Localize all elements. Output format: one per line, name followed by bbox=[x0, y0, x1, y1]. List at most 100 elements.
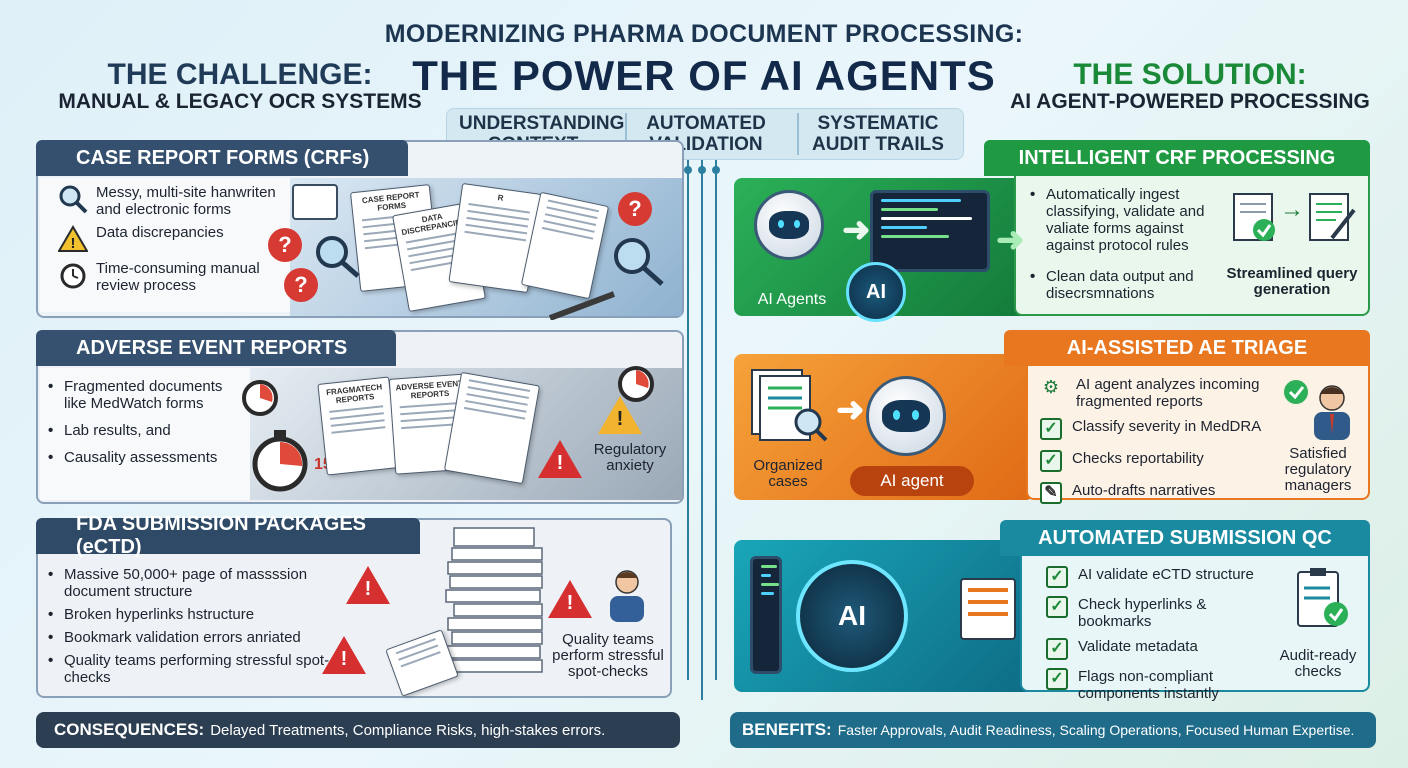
checkbox-icon: ✓ bbox=[1040, 418, 1062, 440]
pencil-doc-icon: ✎ bbox=[1040, 482, 1062, 504]
list-item: ! Data discrepancies bbox=[58, 224, 298, 254]
qc-solution-text: Check hyperlinks & bookmarks bbox=[1078, 596, 1207, 630]
ai-robot-label: AI bbox=[838, 600, 866, 631]
crf-solution-text: Clean data output and disecrsmnations bbox=[1046, 268, 1194, 302]
qc-solution-list: ✓ AI validate eCTD structure ✓ Check hyper… bbox=[1046, 566, 1276, 708]
arrow-right-icon: → bbox=[1280, 196, 1304, 223]
crf-item-text: Data discrepancies bbox=[96, 224, 224, 241]
pillar-audit-trails: SYSTEMATIC AUDIT TRAILS bbox=[797, 113, 957, 155]
ae-solution-title: AI-ASSISTED AE TRIAGE bbox=[1004, 330, 1370, 366]
qc-solution-text: AI validate eCTD structure bbox=[1078, 566, 1254, 583]
code-screen-icon bbox=[870, 190, 990, 272]
ae-challenge-list: •Fragmented documents like MedWatch form… bbox=[48, 378, 248, 472]
ai-robot-icon: AI bbox=[796, 560, 908, 672]
checkbox-icon: ✓ bbox=[1046, 596, 1068, 618]
fda-challenge-title: FDA SUBMISSION PACKAGES (eCTD) bbox=[36, 513, 420, 558]
question-bubble-icon: ? bbox=[284, 268, 318, 302]
benefits-label: BENEFITS: bbox=[742, 720, 832, 739]
magnifier-icon bbox=[58, 184, 88, 214]
audit-ready-caption: Audit-ready checks bbox=[1279, 647, 1357, 680]
server-panel-icon bbox=[750, 556, 782, 674]
alarm-clock-icon bbox=[240, 378, 280, 423]
ae-item-text: Lab results, and bbox=[64, 422, 171, 439]
report-doc bbox=[443, 371, 541, 485]
ai-agents-label: AI Agents bbox=[757, 291, 827, 308]
list-item: Time-consuming manual review process bbox=[58, 260, 298, 294]
qc-solution-text: Validate metadata bbox=[1078, 638, 1198, 655]
robot-icon bbox=[866, 376, 946, 456]
benefits-bar: BENEFITS: Faster Approvals, Audit Readin… bbox=[730, 712, 1376, 748]
alarm-clock-icon bbox=[58, 260, 88, 290]
question-bubble-icon: ? bbox=[618, 192, 652, 226]
crf-challenge-title: CASE REPORT FORMS (CRFs) bbox=[36, 140, 408, 176]
qc-solution-title: AUTOMATED SUBMISSION QC bbox=[1000, 520, 1370, 556]
ae-item-text: Causality assessments bbox=[64, 449, 218, 466]
warning-mark: ! bbox=[616, 408, 624, 430]
checkbox-icon: ✓ bbox=[1046, 566, 1068, 588]
question-bubble-icon: ? bbox=[268, 228, 302, 262]
magnifier-icon bbox=[608, 232, 668, 293]
warning-mark: ! bbox=[556, 452, 564, 474]
streamlined-query-caption: Streamlined query generation bbox=[1226, 265, 1358, 298]
doc-check-icon bbox=[1230, 192, 1280, 249]
checkbox-icon: ✓ bbox=[1046, 668, 1068, 690]
list-item: •Massive 50,000+ page of massssion docum… bbox=[48, 566, 348, 600]
crf-solution-text: Automatically ingest classifying, valida… bbox=[1046, 186, 1205, 254]
qc-solution-text: Flags non-compliant components instantly bbox=[1078, 668, 1219, 702]
crf-solution-list: •Automatically ingest classifying, valid… bbox=[1030, 186, 1220, 308]
warning-icon bbox=[538, 440, 582, 478]
warning-icon: ! bbox=[58, 224, 88, 254]
list-item: •Quality teams performing stressful spot… bbox=[48, 652, 348, 686]
ae-solution-text: AI agent analyzes incoming fragmented re… bbox=[1076, 376, 1260, 410]
fda-item-text: Broken hyperlinks hstructure bbox=[64, 606, 255, 623]
solution-heading: THE SOLUTION: bbox=[1073, 58, 1307, 91]
checkbox-icon: ✓ bbox=[1046, 638, 1068, 660]
organized-docs-icon bbox=[750, 366, 830, 451]
warning-icon bbox=[346, 566, 390, 604]
consequences-bar: CONSEQUENCES: Delayed Treatments, Compli… bbox=[36, 712, 680, 748]
list-item: •Fragmented documents like MedWatch form… bbox=[48, 378, 248, 412]
challenge-subheading: MANUAL & LEGACY OCR SYSTEMS bbox=[58, 90, 422, 113]
pen-icon bbox=[548, 290, 618, 325]
warning-mark: ! bbox=[340, 648, 348, 670]
checklist-doc-icon bbox=[960, 578, 1016, 640]
list-item: ✓ Check hyperlinks & bookmarks bbox=[1046, 596, 1276, 630]
quality-teams-caption: Quality teams perform stressful spot-che… bbox=[552, 631, 664, 680]
arrow-right-icon: ➜ bbox=[836, 391, 865, 429]
fda-item-text: Bookmark validation errors anriated bbox=[64, 629, 301, 646]
stopwatch-icon bbox=[250, 428, 310, 497]
crf-challenge-list: Messy, multi-site hanwriten and electron… bbox=[58, 184, 298, 300]
checkbox-icon: ✓ bbox=[1040, 450, 1062, 472]
crf-solution-title: INTELLIGENT CRF PROCESSING bbox=[984, 140, 1370, 176]
warning-icon bbox=[598, 396, 642, 434]
arrow-right-icon: ➜ bbox=[996, 221, 1025, 259]
ae-solution-text: Auto-drafts narratives bbox=[1072, 482, 1216, 499]
list-item: ⚙ AI agent analyzes incoming fragmented r… bbox=[1040, 376, 1274, 410]
ai-chip-label: AI bbox=[866, 280, 886, 303]
stressed-person-icon bbox=[604, 566, 650, 622]
fda-challenge-list: •Massive 50,000+ page of massssion docum… bbox=[48, 566, 348, 692]
audit-checklist-icon bbox=[1292, 568, 1352, 635]
satisfied-managers-caption: Satisfied regulatory managers bbox=[1284, 445, 1352, 494]
warning-mark: ! bbox=[364, 578, 372, 600]
fda-item-text: Quality teams performing stressful spot-… bbox=[64, 652, 330, 686]
warning-icon bbox=[548, 580, 592, 618]
arrow-right-icon: ➜ bbox=[842, 211, 871, 249]
challenge-heading: THE CHALLENGE: bbox=[107, 58, 373, 91]
benefits-text: Faster Approvals, Audit Readiness, Scali… bbox=[837, 722, 1355, 738]
id-card-icon bbox=[292, 184, 338, 220]
list-item: •Clean data output and disecrsmnations bbox=[1030, 268, 1220, 302]
crf-item-text: Messy, multi-site hanwriten and electron… bbox=[96, 184, 276, 218]
ai-agent-label: AI agent bbox=[850, 466, 974, 496]
list-item: •Bookmark validation errors anriated bbox=[48, 629, 301, 646]
ai-chip-icon: AI bbox=[846, 262, 906, 322]
regulatory-anxiety-caption: Regulatory anxiety bbox=[593, 441, 667, 474]
satisfied-manager-icon bbox=[1280, 376, 1360, 447]
list-item: •Automatically ingest classifying, valid… bbox=[1030, 186, 1220, 254]
ae-item-text: Fragmented documents like MedWatch forms bbox=[64, 378, 223, 412]
main-title: MODERNIZING PHARMA DOCUMENT PROCESSING: bbox=[384, 20, 1024, 48]
ae-challenge-title: ADVERSE EVENT REPORTS bbox=[36, 330, 396, 366]
gear-icon: ⚙ bbox=[1042, 376, 1060, 397]
connector-lines bbox=[540, 160, 720, 700]
warning-mark: ! bbox=[566, 592, 574, 614]
